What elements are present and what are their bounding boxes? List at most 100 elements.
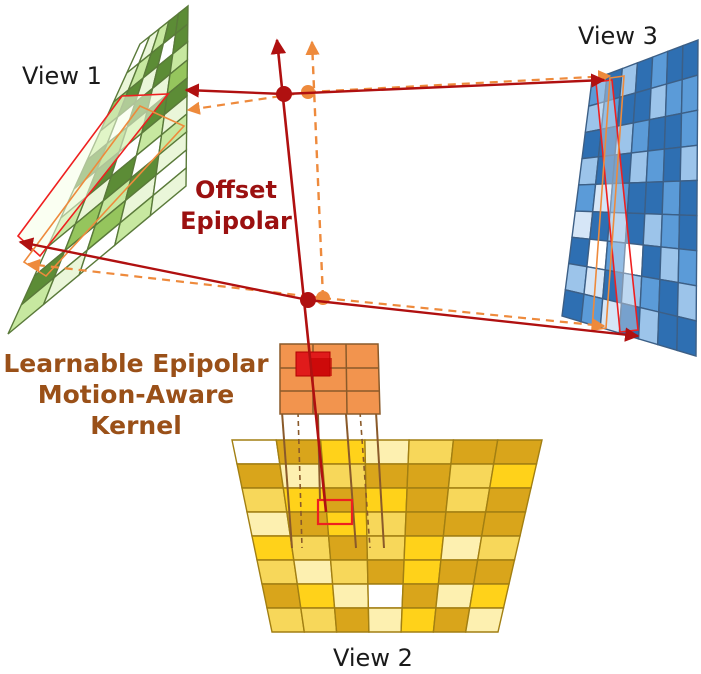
view3-cell [567, 236, 591, 268]
view2-cell [256, 559, 299, 585]
view2-cell [367, 583, 404, 609]
view2-cell [435, 583, 475, 609]
view2-cell [464, 607, 505, 633]
view2-cell [366, 559, 405, 585]
view3-cell [656, 311, 679, 352]
view2-cell [241, 487, 288, 513]
view3-cell [661, 180, 681, 216]
view2-cell [319, 439, 367, 465]
view2-cell [231, 439, 281, 465]
view3-cell [564, 262, 588, 296]
view3-cell [659, 246, 680, 284]
view2-cell [402, 559, 442, 585]
view3-cell [663, 112, 683, 150]
view3-cell [640, 244, 662, 281]
view3-cell [561, 288, 585, 323]
view2-cell [406, 463, 452, 489]
view3-cell [637, 306, 660, 346]
view3-cell [678, 214, 698, 252]
view2-cell [365, 511, 407, 537]
view2-cell [440, 535, 483, 561]
view2-label: View 2 [333, 644, 413, 672]
view2-cell [366, 535, 406, 561]
view2-cell [437, 559, 479, 585]
kernel-label-line3: Kernel [90, 411, 182, 440]
view2-cell [364, 463, 409, 489]
view1-cell [149, 166, 187, 218]
view2-cell [468, 583, 510, 609]
view3-cell [662, 146, 682, 183]
view2-cell [447, 463, 495, 489]
view2-cell [407, 439, 455, 465]
view1-label: View 1 [22, 62, 102, 90]
view2-cell [488, 463, 538, 489]
view3-cell [634, 56, 654, 94]
view3-cell [642, 212, 663, 248]
kernel-label-line1: Learnable Epipolar [3, 349, 269, 378]
view2-cell [401, 583, 440, 609]
motion-aware-kernel [279, 343, 385, 549]
view2-cell [472, 559, 516, 585]
kernel-label-line2: Motion-Aware [38, 380, 235, 409]
view2-cell [367, 607, 403, 633]
view3-label: View 3 [578, 22, 658, 50]
view2-cell [480, 511, 527, 537]
view3-cell [680, 109, 699, 148]
view2-cell [266, 607, 306, 633]
view2-cell [364, 439, 410, 465]
view2-cell [261, 583, 302, 609]
epipolar-rays [18, 38, 640, 513]
view2-cell [405, 487, 450, 513]
view3-cell [679, 144, 699, 182]
view2-query-pixel [316, 498, 354, 526]
view3-cell [676, 315, 697, 357]
view2-cell [292, 559, 334, 585]
view3-cell [665, 44, 684, 85]
view3-cell [678, 179, 698, 217]
view3-cell [645, 148, 666, 184]
view2-cell [246, 511, 292, 537]
view3-cell [626, 181, 648, 215]
view3-cell [648, 83, 668, 121]
view2-cell [476, 535, 521, 561]
view2-cell [331, 583, 370, 609]
view2-cell [321, 463, 367, 489]
view2-cell [403, 535, 445, 561]
view2-cell [327, 535, 369, 561]
view3-cell [630, 118, 651, 154]
view3-cell [647, 115, 667, 152]
view2-cell [289, 535, 332, 561]
view2-cell [484, 487, 532, 513]
view2-cell [492, 439, 543, 465]
view3-cell [650, 50, 669, 90]
view3-cell [632, 87, 652, 124]
view3-cell [660, 213, 681, 250]
view2-cell [236, 463, 285, 489]
offset-label-line2: Epipolar [180, 207, 292, 235]
view2-grid [231, 439, 543, 633]
offset-label-line1: Offset [195, 176, 277, 204]
view2-cell [442, 511, 487, 537]
view2-cell [296, 583, 336, 609]
view2-cell [299, 607, 338, 633]
view2-cell [333, 607, 370, 633]
view3-cell [680, 74, 699, 115]
view3-cell [658, 278, 679, 318]
view3-cell [677, 248, 698, 287]
view3-cell [676, 281, 698, 322]
view2-cell [400, 607, 437, 633]
view3-cell [628, 150, 649, 184]
view2-cell [329, 559, 369, 585]
view3-cell [681, 38, 699, 81]
view2-cell [445, 487, 491, 513]
view3-grid [561, 38, 699, 357]
view2-cell [365, 487, 408, 513]
view2-cell [432, 607, 471, 633]
view3-cell [644, 180, 665, 216]
view2-cell [404, 511, 447, 537]
view2-cell [450, 439, 499, 465]
view3-cell [664, 78, 683, 118]
view3-cell [639, 275, 661, 313]
view2-cell [251, 535, 295, 561]
